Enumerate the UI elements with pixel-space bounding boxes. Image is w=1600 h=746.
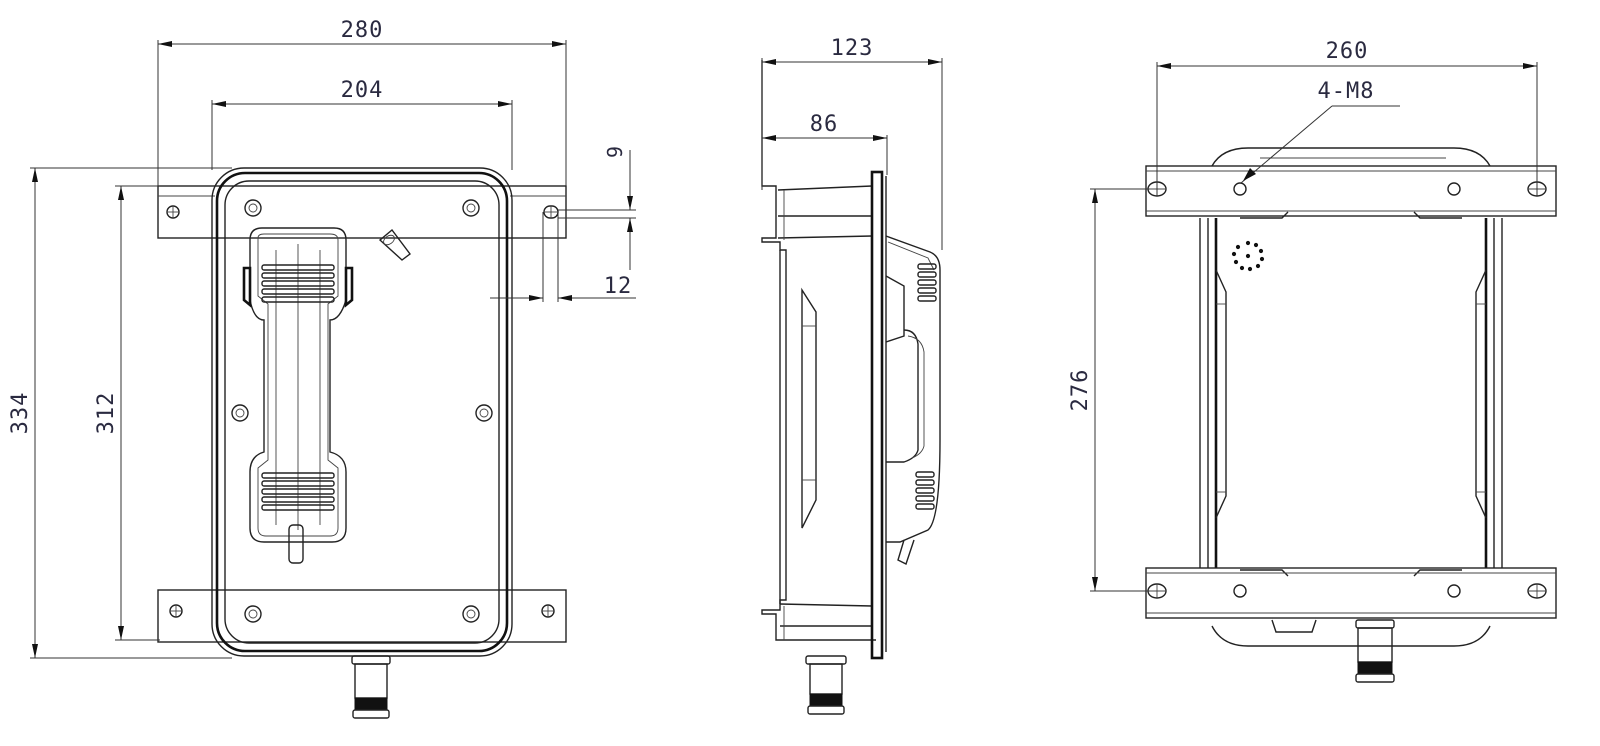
hook-switch-icon bbox=[378, 228, 411, 261]
dim-overall-width: 280 bbox=[341, 18, 384, 43]
rear-top-rail bbox=[1145, 165, 1557, 217]
handset-icon bbox=[242, 227, 354, 564]
bracket-hole-icon bbox=[169, 604, 183, 618]
screw-icon bbox=[244, 605, 262, 623]
cable-gland-icon bbox=[351, 655, 391, 719]
bracket-slot-icon bbox=[543, 205, 559, 219]
front-bottom-bracket bbox=[157, 589, 567, 643]
screw-icon bbox=[462, 199, 480, 217]
cable-gland-icon bbox=[1355, 619, 1395, 683]
bracket-hole-icon bbox=[541, 604, 555, 618]
dim-body-width: 204 bbox=[341, 78, 384, 103]
side-view: 123 86 bbox=[761, 36, 943, 715]
screw-icon bbox=[475, 404, 493, 422]
side-handset-icon bbox=[885, 235, 941, 565]
front-housing bbox=[211, 167, 513, 657]
rear-back-box bbox=[1199, 147, 1503, 647]
dim-overall-depth: 123 bbox=[831, 36, 874, 61]
front-dimensions: 280 204 334 312 9 bbox=[8, 18, 636, 659]
rear-dimensions: 260 4-M8 276 bbox=[1068, 39, 1538, 592]
speaker-grille-icon bbox=[1231, 240, 1265, 272]
mount-slot-icon bbox=[1527, 583, 1547, 599]
rear-bottom-rail bbox=[1145, 567, 1557, 619]
m8-hole-icon bbox=[1233, 584, 1247, 598]
dim-slot-offset: 9 bbox=[603, 146, 627, 158]
rear-view: 260 4-M8 276 bbox=[1068, 39, 1557, 683]
hole-callout-4-m8: 4-M8 bbox=[1318, 79, 1375, 104]
front-top-bracket bbox=[157, 185, 567, 239]
bracket-hole-icon bbox=[166, 205, 180, 219]
front-screws bbox=[231, 199, 493, 623]
dim-hole-spacing-vertical: 276 bbox=[1068, 369, 1093, 412]
front-view: 280 204 334 312 9 bbox=[8, 18, 636, 719]
m8-hole-icon bbox=[1447, 182, 1461, 196]
screw-icon bbox=[231, 404, 249, 422]
dim-body-height: 312 bbox=[94, 392, 119, 435]
screw-icon bbox=[244, 199, 262, 217]
side-back-box bbox=[761, 60, 876, 641]
dim-body-depth: 86 bbox=[810, 112, 839, 137]
dim-slot-width: 12 bbox=[604, 274, 633, 299]
dim-overall-height: 334 bbox=[8, 392, 33, 435]
m8-hole-icon bbox=[1233, 182, 1247, 196]
rear-bottom-tab bbox=[1271, 619, 1317, 633]
dim-hole-spacing-horizontal: 260 bbox=[1326, 39, 1369, 64]
side-dimensions: 123 86 bbox=[761, 36, 943, 250]
m8-hole-icon bbox=[1447, 584, 1461, 598]
mount-slot-icon bbox=[1147, 583, 1167, 599]
screw-icon bbox=[462, 605, 480, 623]
cable-gland-icon bbox=[805, 655, 847, 715]
side-front-plate bbox=[870, 170, 887, 660]
